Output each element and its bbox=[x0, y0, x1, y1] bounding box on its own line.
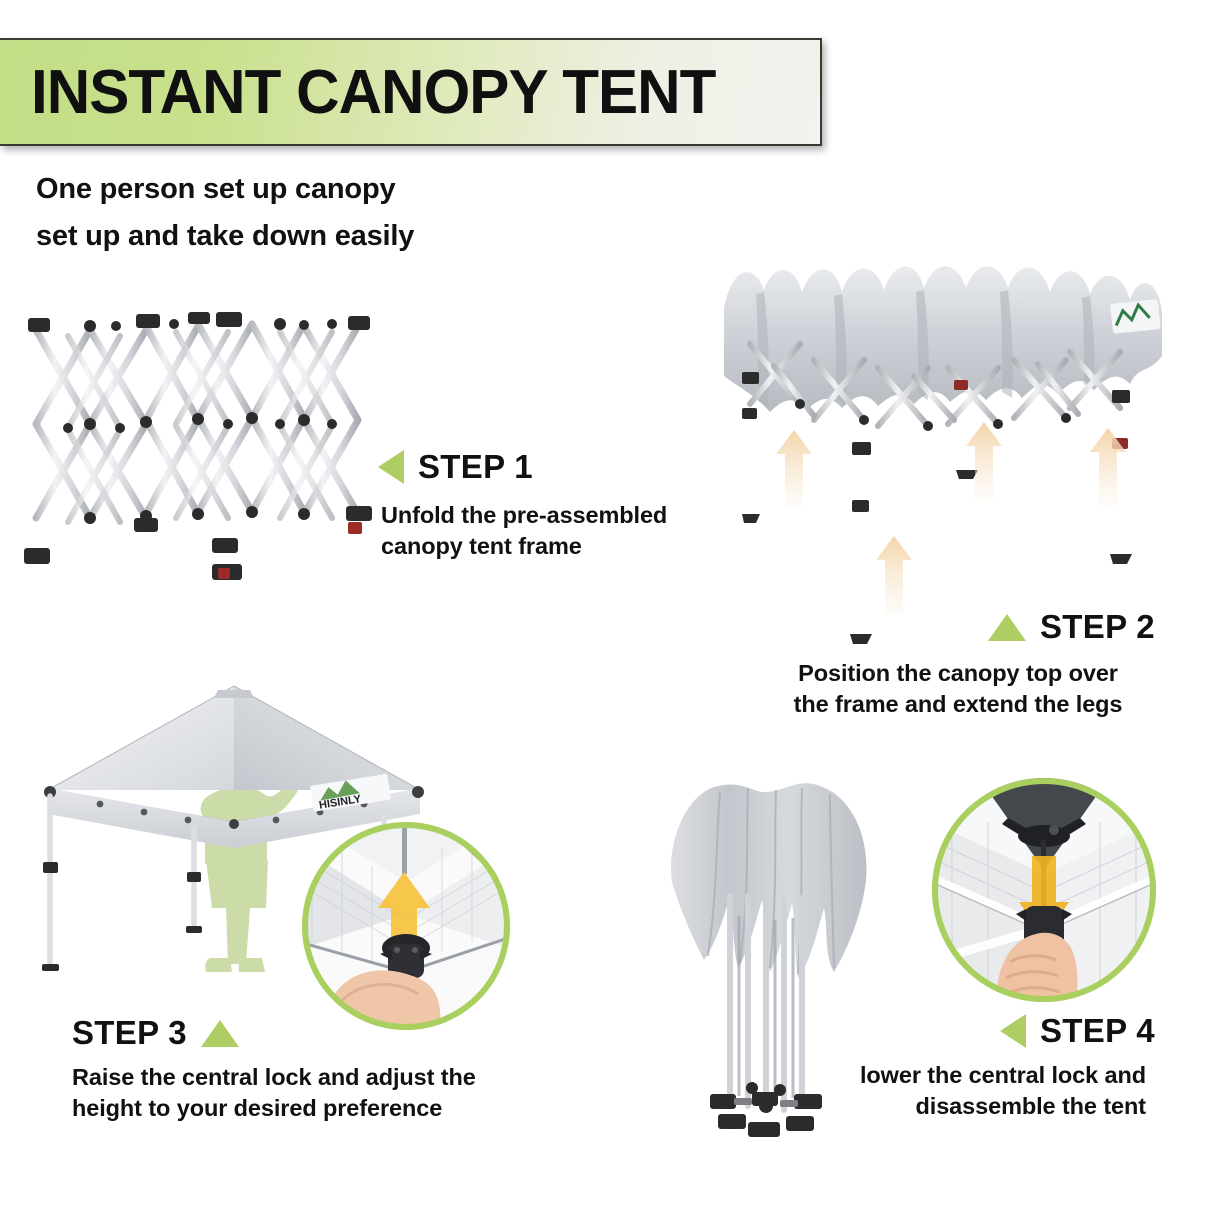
subtitle-block: One person set up canopy set up and take… bbox=[36, 166, 414, 260]
inset-4-clip bbox=[932, 778, 1156, 1002]
frame-joint-cap bbox=[24, 312, 372, 580]
leg-joint bbox=[742, 372, 1132, 644]
step-4-caption-line-1: lower the central lock and bbox=[859, 1062, 1146, 1088]
step-2-caption: Position the canopy top over the frame a… bbox=[772, 658, 1144, 721]
step-3-caption: Raise the central lock and adjust the he… bbox=[72, 1062, 532, 1125]
triangle-up-icon bbox=[988, 613, 1026, 641]
leg-red-marker bbox=[954, 380, 968, 390]
arrow-up-icon bbox=[966, 422, 1002, 500]
step-4-inset-lock-down bbox=[932, 778, 1156, 1002]
canopy-valance bbox=[48, 788, 420, 848]
step-1-caption-line-1: Unfold the pre-assembled bbox=[381, 502, 668, 528]
folded-foot-metal bbox=[734, 1098, 798, 1107]
step-1-label-text: STEP 1 bbox=[418, 448, 533, 485]
canopy-over-frame-illustration bbox=[724, 266, 1162, 644]
step-3-caption-line-1: Raise the central lock and adjust the bbox=[72, 1064, 476, 1090]
triangle-left-icon bbox=[378, 450, 404, 484]
folded-tent-illustration bbox=[671, 783, 867, 1137]
step-2-label: STEP 2 bbox=[988, 608, 1155, 646]
step-3-image-erected-canopy: HISINLY bbox=[22, 672, 442, 992]
arrow-up-icon bbox=[1090, 428, 1126, 506]
centre-pole bbox=[402, 822, 407, 874]
corner-hub bbox=[44, 786, 424, 829]
step-3-caption-line-2: height to your desired preference bbox=[72, 1095, 443, 1122]
step-1-caption: Unfold the pre-assembled canopy tent fra… bbox=[381, 500, 667, 563]
erected-canopy-illustration: HISINLY bbox=[42, 685, 424, 972]
hand-pull-lock-illustration bbox=[932, 778, 1156, 1002]
brand-patch-step3: HISINLY bbox=[310, 774, 391, 812]
step-4-label-text: STEP 4 bbox=[1040, 1012, 1155, 1049]
inset-3-clip bbox=[302, 822, 510, 1030]
mesh-texture bbox=[302, 832, 510, 962]
arrow-up-icon bbox=[378, 872, 430, 942]
hand-push-lock-illustration bbox=[302, 822, 510, 1030]
step-3-inset-lock-up bbox=[302, 822, 510, 1030]
step-2-image-canopy-over-frame bbox=[718, 248, 1168, 648]
step-1-caption-line-2: canopy tent frame bbox=[381, 533, 582, 560]
step-2-caption-line-2: the frame and extend the legs bbox=[793, 691, 1123, 718]
triangle-left-icon bbox=[1000, 1014, 1026, 1048]
fabric-folds bbox=[756, 290, 1095, 408]
step-3-label-text: STEP 3 bbox=[72, 1014, 187, 1051]
folded-fabric bbox=[671, 783, 867, 978]
brand-patch bbox=[1110, 299, 1161, 334]
step-4-image-folded-tent bbox=[648, 776, 898, 1156]
step-1-image-frame bbox=[24, 296, 378, 596]
finger-line bbox=[1005, 954, 1061, 996]
upward-arrow-group bbox=[776, 422, 1126, 614]
person-silhouette bbox=[200, 763, 303, 972]
arrow-up-icon bbox=[876, 536, 912, 614]
header-banner: INSTANT CANOPY TENT bbox=[0, 38, 822, 146]
folded-frame-illustration bbox=[24, 312, 372, 580]
step-1-label: STEP 1 bbox=[378, 448, 533, 486]
step-4-label: STEP 4 bbox=[1000, 1012, 1155, 1050]
step-3-label: STEP 3 bbox=[72, 1014, 239, 1052]
top-hub bbox=[1002, 818, 1086, 847]
fabric-fold-line bbox=[707, 787, 835, 975]
step-4-caption: lower the central lock and disassemble t… bbox=[820, 1060, 1146, 1123]
folded-foot bbox=[710, 1082, 822, 1137]
page-title: INSTANT CANOPY TENT bbox=[31, 57, 716, 127]
triangle-up-icon bbox=[200, 1019, 239, 1047]
folded-pole-shadow bbox=[737, 916, 795, 1100]
subtitle-line-1: One person set up canopy bbox=[36, 173, 396, 205]
folded-pole bbox=[727, 893, 805, 1113]
roof-vent bbox=[214, 690, 254, 698]
arrow-up-icon bbox=[776, 430, 812, 508]
step-2-caption-line-1: Position the canopy top over bbox=[798, 660, 1118, 686]
frame-red-marker bbox=[218, 522, 362, 579]
subtitle-line-2: set up and take down easily bbox=[36, 219, 415, 252]
step-4-caption-line-2: disassemble the tent bbox=[915, 1093, 1147, 1120]
hand bbox=[996, 932, 1078, 1002]
step-2-label-text: STEP 2 bbox=[1040, 608, 1155, 645]
